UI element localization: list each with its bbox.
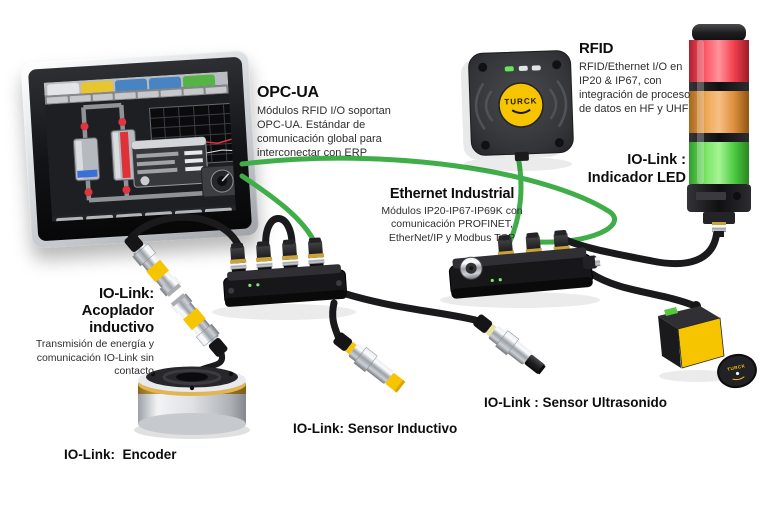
ethernet-body: Módulos IP20-IP67-IP69K con comunicación… — [381, 204, 523, 244]
ethernet-annotation: Ethernet Industrial Módulos IP20-IP67-IP… — [366, 186, 538, 245]
rfid-annotation: RFID RFID/Ethernet I/O en IP20 & IP67, c… — [579, 40, 700, 116]
cable-ethernet-rfid-reader — [506, 153, 524, 247]
ethernet-title: Ethernet Industrial — [389, 186, 515, 202]
tag-swoosh — [732, 376, 745, 381]
rfid-head-face — [677, 317, 725, 369]
ultrasonic-sensor-label: IO-Link : Sensor Ultrasonido — [484, 395, 668, 410]
inductive-coupler-body: Transmisión de energía y comunicación IO… — [35, 338, 154, 378]
tower-segment-amber — [689, 91, 749, 133]
hmi-panel — [20, 49, 260, 249]
rfid-reader-device: TURCK — [460, 50, 574, 162]
tower-connector — [712, 225, 726, 232]
reader-led-green — [504, 66, 514, 72]
m12-connector — [281, 239, 299, 270]
rfid-head-clip — [664, 307, 678, 316]
opcua-title: OPC-UA — [257, 84, 319, 101]
module-top-face — [227, 264, 342, 281]
reader-cable-gland — [514, 151, 529, 162]
tank-left — [72, 137, 101, 182]
inductive-coupler-secondary — [170, 293, 228, 357]
hmi-mimic-graphic — [72, 102, 236, 203]
encoder-hollow-shaft — [176, 372, 208, 382]
popup-dialog — [131, 136, 209, 188]
turck-logo-badge — [498, 82, 544, 128]
rfid-title: RFID — [579, 40, 614, 57]
antenna-waves — [474, 79, 568, 130]
cable-rfid-head — [588, 270, 699, 310]
inductive-sensor-label: IO-Link: Sensor Inductivo — [293, 421, 458, 436]
hmi-process-mimic — [45, 93, 236, 217]
ethernet-io-module-left — [223, 237, 347, 307]
module-base — [451, 277, 593, 299]
rfid-head-device — [658, 301, 725, 369]
rfid-body: RFID/Ethernet I/O en IP20 & IP67, con in… — [579, 60, 691, 115]
inductive-coupler-title: IO-Link: Acoplador inductivo — [81, 285, 155, 336]
status-led — [256, 283, 260, 287]
ultrasonic-sensor-device — [473, 314, 546, 375]
encoder-label: IO-Link: Encoder — [64, 447, 177, 462]
reader-led — [531, 65, 541, 71]
corner-screws — [478, 60, 564, 150]
cable-ethernet-hmi-to-right-master — [239, 155, 617, 245]
m12-connector — [255, 241, 273, 272]
ethernet-io-module-right — [448, 229, 601, 299]
cable-led-tower — [562, 226, 721, 268]
cable-inductive-coupler — [127, 213, 244, 253]
m12-connector — [307, 237, 325, 268]
opcua-body: Módulos RFID I/O soportan OPC-UA. Estánd… — [257, 104, 391, 159]
inductive-coupler-annotation: IO-Link: Acoplador inductivo Transmisión… — [14, 285, 155, 379]
valve-icons — [80, 118, 131, 197]
status-led — [248, 283, 252, 287]
module-top-face — [452, 247, 587, 269]
cable-port-loop — [262, 215, 296, 254]
hmi-screen — [43, 71, 236, 222]
inductive-coupler-primary — [124, 233, 182, 297]
encoder-device — [134, 366, 250, 439]
turck-swoosh — [511, 108, 531, 114]
rfid-tag: TURCK — [717, 353, 757, 389]
status-led — [490, 278, 494, 283]
cable-ethernet-hmi-to-left-master — [239, 173, 321, 253]
opcua-annotation: OPC-UA Módulos RFID I/O soportan OPC-UA.… — [257, 84, 409, 160]
cable-ultrasonic-sensor — [342, 290, 483, 325]
m12-connector — [230, 242, 247, 274]
tower-segment-red — [689, 40, 749, 82]
inductive-sensor-device — [333, 332, 406, 393]
module-base — [224, 289, 347, 307]
gauge-knob — [200, 164, 236, 198]
tag-logo-text: TURCK — [727, 363, 746, 372]
led-indicator-label: IO-Link : Indicador LED — [587, 152, 686, 187]
led-tower-device — [687, 24, 751, 237]
status-led — [498, 278, 502, 282]
tower-segment-green — [689, 142, 749, 184]
end-connector — [582, 255, 598, 270]
hmi-bezel — [27, 56, 253, 242]
tank-right — [110, 128, 139, 181]
turck-logo-text: TURCK — [504, 96, 537, 106]
reader-led — [518, 65, 528, 71]
